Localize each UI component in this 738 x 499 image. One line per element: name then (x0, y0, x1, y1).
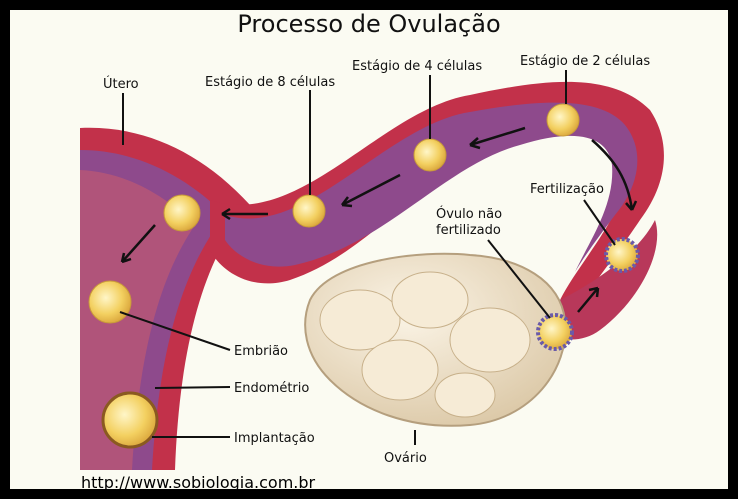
two-cell-stage (547, 104, 579, 136)
implanted-embryo (103, 393, 157, 447)
label-embriao: Embrião (234, 344, 288, 359)
label-fertilizacao: Fertilização (530, 182, 604, 197)
source-url: http://www.sobiologia.com.br (81, 473, 315, 492)
ovary (305, 254, 565, 426)
label-ovulo-1: Óvulo não (436, 206, 502, 222)
label-utero: Útero (103, 76, 139, 92)
label-implantacao: Implantação (234, 431, 315, 446)
four-cell-stage (414, 139, 446, 171)
eight-cell-stage (293, 195, 325, 227)
label-stage-4: Estágio de 4 células (352, 59, 482, 74)
label-stage-8: Estágio de 8 células (205, 75, 335, 90)
morula (164, 195, 200, 231)
label-endometrio: Endométrio (234, 381, 309, 396)
unfertilized-egg (538, 315, 572, 349)
label-ovario: Ovário (384, 451, 427, 466)
label-ovulo-2: fertilizado (436, 223, 501, 238)
fertilized-egg (606, 239, 638, 271)
embryo (89, 281, 131, 323)
label-stage-2: Estágio de 2 células (520, 54, 650, 69)
